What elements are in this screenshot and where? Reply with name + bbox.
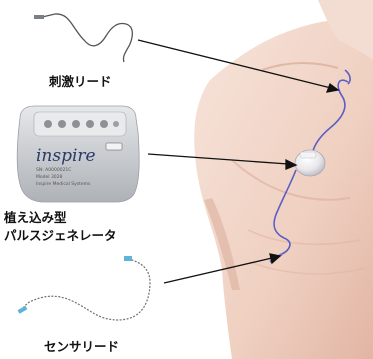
lead-photo-wire bbox=[38, 14, 132, 62]
sensing-lead-photo-end bbox=[18, 306, 28, 314]
ipg-model-text: Model 3028 bbox=[36, 175, 62, 180]
ipg-serial-text: SN: A0000021C bbox=[36, 168, 71, 173]
ipg-maker-text: Inspire Medical Systems bbox=[36, 182, 90, 187]
ipg-label-line1: 植え込み型 bbox=[4, 210, 67, 226]
sensing-lead-photo-tip bbox=[124, 256, 132, 261]
lead-photo-electrode bbox=[34, 15, 44, 19]
ipg-label-line2: パルスジェネレータ bbox=[4, 228, 117, 244]
sensing-lead-label: センサリード bbox=[44, 339, 119, 355]
sensing-lead-photo-wire bbox=[22, 259, 150, 320]
stimulation-lead-label: 刺激リード bbox=[49, 74, 112, 90]
ipg-brand: inspire bbox=[36, 146, 96, 166]
implanted-ipg-header bbox=[300, 152, 316, 158]
